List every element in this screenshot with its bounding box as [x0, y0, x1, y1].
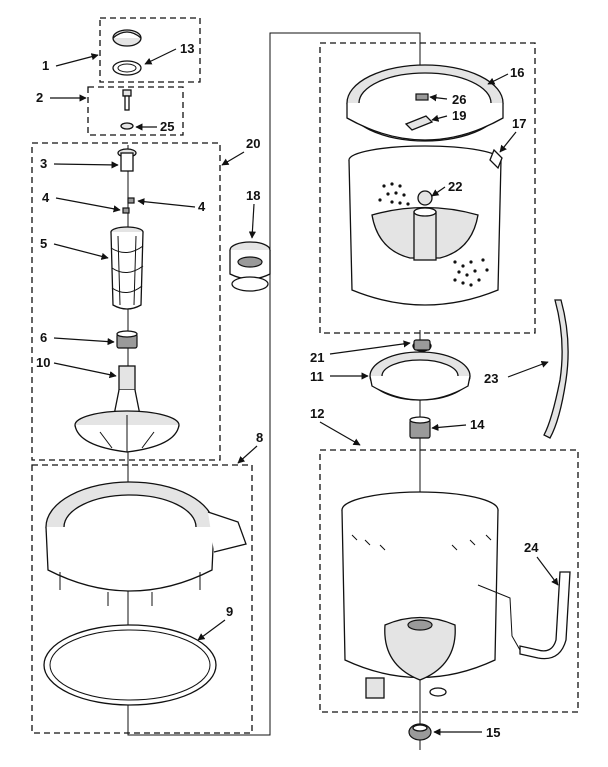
- callout-6: 6: [40, 330, 47, 345]
- callout-9: 9: [226, 604, 233, 619]
- outer-tub: [341, 491, 499, 699]
- group-box-16: [319, 42, 536, 334]
- group-box-20: [31, 142, 221, 461]
- balance-ring-clip: [489, 148, 503, 170]
- callout-26: 26: [452, 92, 466, 107]
- callout-23: 23: [484, 371, 498, 386]
- spin-tub-spacer: [415, 93, 429, 101]
- callout-22: 22: [448, 179, 462, 194]
- spin-basket-nut: [417, 190, 433, 206]
- drive-seal: [229, 241, 271, 292]
- balance-ring: [346, 64, 504, 142]
- auger: [110, 226, 144, 310]
- agitator-cam: [117, 148, 137, 172]
- leader-lines: [50, 48, 559, 736]
- callout-24: 24: [524, 540, 539, 555]
- callout-14: 14: [470, 417, 485, 432]
- tub-ring-seal: [43, 624, 217, 706]
- spin-tub-clip: [404, 115, 434, 131]
- agitator-dog-b: [127, 197, 135, 204]
- drain-hose-connector: [477, 584, 521, 651]
- tub-ring: [45, 481, 247, 606]
- basket-holes: [378, 182, 489, 287]
- callout-10: 10: [36, 355, 50, 370]
- callout-16: 16: [510, 65, 524, 80]
- agitator-base: [74, 365, 180, 453]
- drain-hose-guide: [543, 299, 569, 439]
- group-box-8: [31, 464, 253, 734]
- callout-20: 20: [246, 136, 260, 151]
- callout-11: 11: [310, 369, 324, 384]
- callout-25: 25: [160, 119, 174, 134]
- bolt-washer: [120, 122, 134, 130]
- callout-18: 18: [246, 188, 260, 203]
- callout-17: 17: [512, 116, 526, 131]
- drive-block: [412, 339, 432, 352]
- callout-21: 21: [310, 350, 324, 365]
- agitator-bolt: [122, 89, 132, 111]
- callout-5: 5: [40, 236, 47, 251]
- callout-3: 3: [40, 156, 47, 171]
- callout-8: 8: [256, 430, 263, 445]
- agitator-cap: [112, 29, 142, 47]
- callout-12: 12: [310, 406, 324, 421]
- spin-basket: [348, 145, 502, 306]
- callout-1: 1: [42, 58, 49, 73]
- group-box-1: [99, 17, 201, 83]
- group-box-2: [87, 86, 184, 136]
- hub-assembly: [369, 351, 471, 401]
- callout-15: 15: [486, 725, 500, 740]
- cap-seal-ring: [112, 60, 142, 76]
- callout-2: 2: [36, 90, 43, 105]
- drain-hose: [519, 571, 571, 660]
- callout-4-left: 4: [42, 190, 50, 205]
- callout-4-right: 4: [198, 199, 206, 214]
- drive-coupling: [116, 330, 138, 349]
- tub-nut: [408, 723, 432, 741]
- hub-nut: [409, 416, 431, 439]
- callout-19: 19: [452, 108, 466, 123]
- agitator-dog-a: [122, 207, 130, 214]
- callout-13: 13: [180, 41, 194, 56]
